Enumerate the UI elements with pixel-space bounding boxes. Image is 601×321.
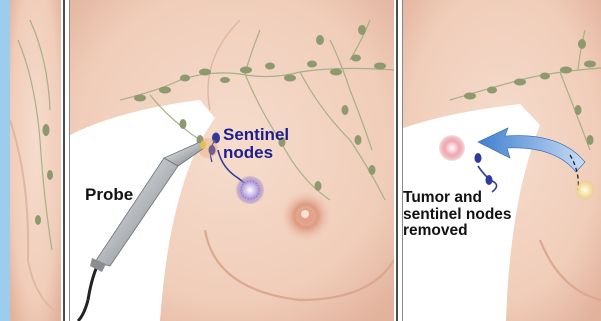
removed-sentinel-node bbox=[475, 153, 482, 163]
right-panel bbox=[403, 0, 601, 321]
sentinel-label-line2: nodes bbox=[223, 144, 289, 162]
left-panel bbox=[10, 0, 61, 321]
tumor bbox=[236, 176, 264, 204]
removed-label-line3: removed bbox=[403, 223, 512, 240]
removed-label: Tumor and sentinel nodes removed bbox=[403, 190, 512, 240]
removed-label-line1: Tumor and bbox=[403, 190, 512, 207]
probe-label: Probe bbox=[85, 186, 133, 204]
removed-sentinel-node bbox=[486, 175, 493, 185]
sentinel-nodes-label: Sentinel nodes bbox=[223, 126, 289, 163]
removed-label-line2: sentinel nodes bbox=[403, 207, 512, 224]
sentinel-label-line1: Sentinel bbox=[223, 126, 289, 144]
removed-tumor bbox=[439, 135, 465, 161]
